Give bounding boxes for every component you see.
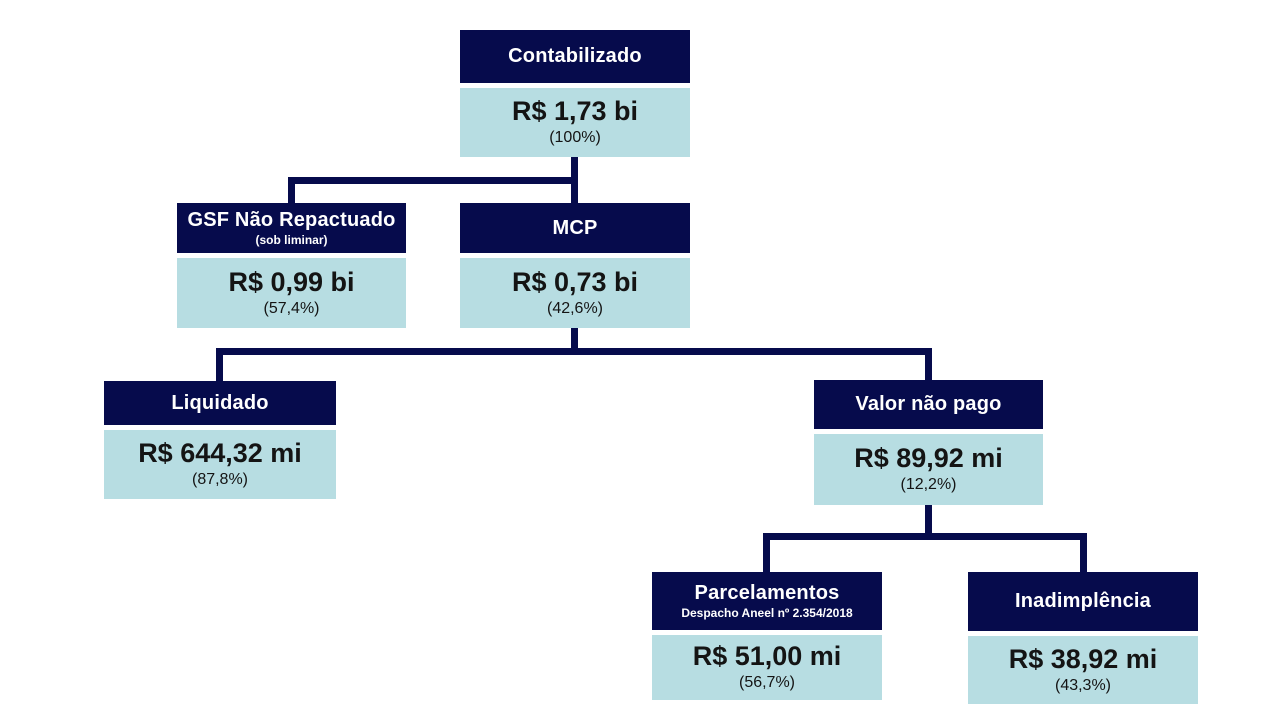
- node-amount: R$ 0,99 bi: [228, 266, 355, 297]
- node-title: Inadimplência: [1015, 590, 1151, 612]
- node-header: Liquidado: [104, 381, 336, 425]
- node-value-box: R$ 0,73 bi (42,6%): [460, 258, 690, 328]
- node-percent: (87,8%): [191, 471, 249, 489]
- connector-valornaopago-horizontal: [763, 533, 1087, 540]
- node-amount: R$ 38,92 mi: [1008, 643, 1158, 674]
- node-subtitle: (sob liminar): [255, 232, 328, 247]
- node-title: MCP: [552, 216, 598, 239]
- node-header: Parcelamentos Despacho Aneel nº 2.354/20…: [652, 572, 882, 630]
- node-header: GSF Não Repactuado (sob liminar): [177, 203, 406, 253]
- node-header: Contabilizado: [460, 30, 690, 83]
- connector-mcp-stub: [571, 328, 578, 355]
- connector-mcp-horizontal: [216, 348, 932, 355]
- connector-contabilizado-gsf-drop: [288, 177, 295, 204]
- node-percent: (42,6%): [546, 299, 604, 317]
- node-title: Valor não pago: [855, 393, 1002, 415]
- node-percent: (100%): [549, 129, 601, 147]
- node-value-box: R$ 0,99 bi (57,4%): [177, 258, 406, 328]
- node-title: Liquidado: [171, 391, 269, 414]
- node-parcelamentos: Parcelamentos Despacho Aneel nº 2.354/20…: [652, 572, 882, 700]
- node-amount: R$ 89,92 mi: [854, 443, 1003, 474]
- node-title: Parcelamentos: [694, 581, 840, 604]
- node-percent: (43,3%): [1054, 676, 1112, 694]
- node-mcp: MCP R$ 0,73 bi (42,6%): [460, 203, 690, 328]
- node-amount: R$ 644,32 mi: [138, 438, 302, 469]
- connector-inadimplencia-drop: [1080, 533, 1087, 573]
- node-percent: (57,4%): [263, 299, 320, 317]
- node-title: GSF Não Repactuado: [187, 208, 396, 231]
- node-percent: (56,7%): [738, 674, 796, 692]
- node-value-box: R$ 38,92 mi (43,3%): [968, 636, 1198, 704]
- connector-contabilizado-horizontal: [288, 177, 578, 184]
- node-value-box: R$ 644,32 mi (87,8%): [104, 430, 336, 499]
- connector-mcp-valornaopago-drop: [925, 348, 932, 381]
- node-subtitle: Despacho Aneel nº 2.354/2018: [681, 605, 853, 620]
- connector-parcelamentos-drop: [763, 533, 770, 573]
- connector-valornaopago-stub: [925, 504, 932, 540]
- node-amount: R$ 51,00 mi: [692, 641, 842, 672]
- node-inadimplencia: Inadimplência R$ 38,92 mi (43,3%): [968, 572, 1198, 704]
- node-header: Valor não pago: [814, 380, 1043, 429]
- node-value-box: R$ 51,00 mi (56,7%): [652, 635, 882, 700]
- node-title: Contabilizado: [508, 45, 642, 67]
- node-gsf-nao-repactuado: GSF Não Repactuado (sob liminar) R$ 0,99…: [177, 203, 406, 328]
- node-percent: (12,2%): [900, 476, 957, 494]
- node-amount: R$ 0,73 bi: [511, 266, 639, 297]
- node-value-box: R$ 1,73 bi (100%): [460, 88, 690, 157]
- node-header: MCP: [460, 203, 690, 253]
- node-valor-nao-pago: Valor não pago R$ 89,92 mi (12,2%): [814, 380, 1043, 505]
- node-liquidado: Liquidado R$ 644,32 mi (87,8%): [104, 381, 336, 499]
- node-contabilizado: Contabilizado R$ 1,73 bi (100%): [460, 30, 690, 157]
- node-amount: R$ 1,73 bi: [511, 96, 639, 127]
- node-value-box: R$ 89,92 mi (12,2%): [814, 434, 1043, 505]
- node-header: Inadimplência: [968, 572, 1198, 631]
- connector-mcp-liquidado-drop: [216, 348, 223, 382]
